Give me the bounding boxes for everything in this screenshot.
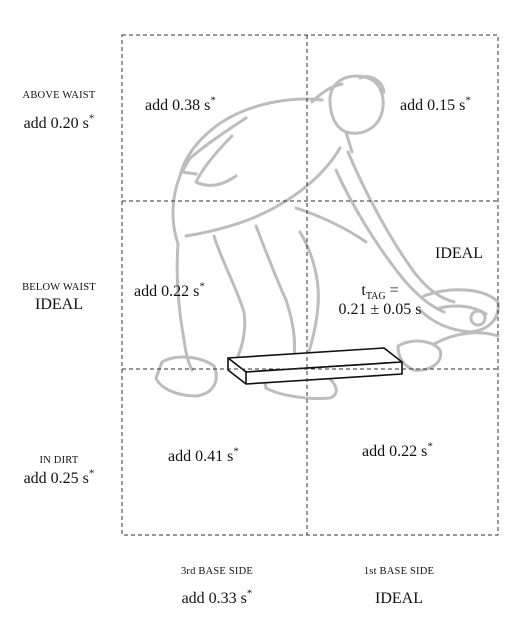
- player-sketch: [154, 74, 500, 400]
- row-label-in-dirt: IN DIRT: [39, 455, 79, 466]
- ttag-value: 0.21 ± 0.05 s: [338, 301, 422, 318]
- cell-bot-left: add 0.41 s*: [168, 445, 239, 465]
- col-label-1st-base: 1st BASE SIDE: [363, 566, 435, 577]
- col-value-1st-base: IDEAL: [375, 590, 423, 607]
- row-value-above-waist: add 0.20 s*: [23, 112, 95, 132]
- cell-mid-left: add 0.22 s*: [134, 280, 205, 300]
- cell-top-right: add 0.15 s*: [400, 94, 471, 114]
- cell-mid-right: IDEAL: [435, 245, 483, 262]
- cell-top-left: add 0.38 s*: [145, 94, 216, 114]
- cell-bot-right: add 0.22 s*: [362, 440, 433, 460]
- row-label-above-waist: ABOVE WAIST: [22, 90, 96, 101]
- zone-grid: [121, 34, 499, 536]
- row-value-in-dirt: add 0.25 s*: [23, 467, 95, 487]
- col-value-3rd-base: add 0.33 s*: [181, 587, 253, 607]
- ttag-label: tTAG =: [361, 282, 399, 303]
- row-value-below-waist: IDEAL: [35, 296, 83, 313]
- row-label-below-waist: BELOW WAIST: [22, 282, 96, 293]
- col-label-3rd-base: 3rd BASE SIDE: [180, 566, 254, 577]
- base-plate: [227, 347, 403, 385]
